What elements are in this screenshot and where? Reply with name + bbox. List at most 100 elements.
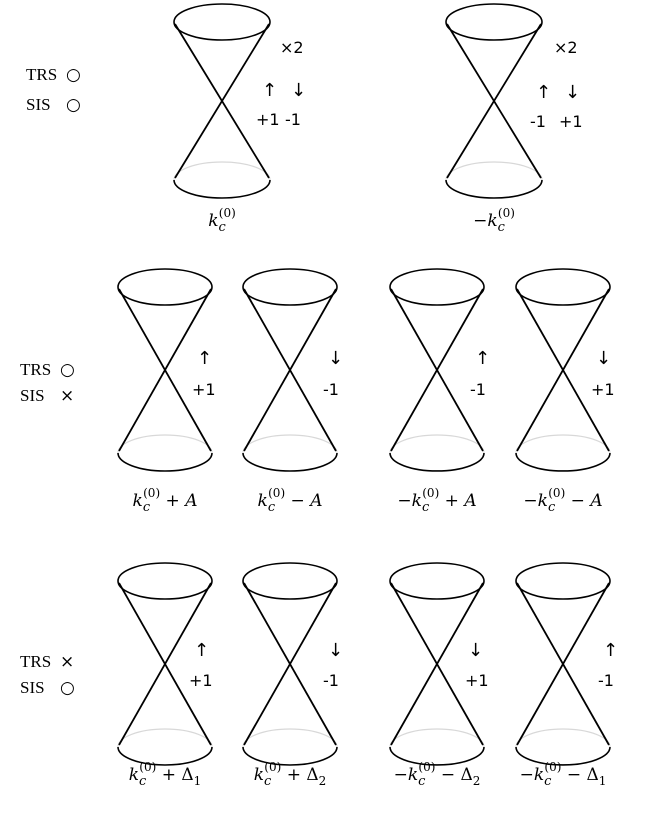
cone-bottom-back-arc (445, 161, 543, 181)
cone-line-right-top (516, 288, 610, 452)
cone-line-right-top (243, 582, 337, 746)
condition-label: SIS (26, 95, 51, 114)
circle-symbol-icon: ○ (66, 95, 81, 115)
momentum-label: kc(0) + A (133, 486, 198, 515)
section-3: TRS × SIS ○ ↑ +1 kc(0) + Δ1 ↓ -1 kc(0) + Δ2 ↓ +1 −kc… (20, 562, 618, 789)
cone-top-ellipse (117, 562, 213, 600)
condition-sis: SIS ○ (20, 678, 75, 698)
spin-up-arrow-icon: ↑ (475, 348, 490, 369)
momentum-label: kc(0) + Δ1 (129, 760, 202, 789)
condition-label: SIS (20, 386, 45, 405)
cone-top-ellipse (242, 268, 338, 306)
spin-up-arrow-icon: ↑ (194, 640, 209, 661)
circle-symbol-icon: ○ (60, 678, 75, 698)
dirac-cone: ↓ -1 kc(0) − A (242, 268, 343, 515)
cone-bottom-front-arc (515, 452, 611, 472)
momentum-label: kc(0) (208, 206, 236, 235)
dirac-cone: ↑ -1 −kc(0) + A (389, 268, 490, 515)
cone-top-ellipse (515, 562, 611, 600)
chirality-label: -1 (323, 380, 339, 399)
spin-up-arrow-icon: ↑ (603, 640, 618, 661)
dirac-cone: ×2 ↑ ↓ -1 +1 −kc(0) (445, 3, 583, 235)
momentum-label: kc(0) + Δ2 (254, 760, 327, 789)
cone-line-right-top (390, 288, 484, 452)
momentum-label: −kc(0) + A (397, 486, 476, 515)
condition-trs: TRS○ (20, 360, 75, 380)
dirac-cone: ↑ -1 −kc(0) − Δ1 (515, 562, 618, 789)
cone-bottom-front-arc (445, 179, 543, 199)
cone-line-right-top (390, 582, 484, 746)
section-1: TRS○SIS○×2↑↓+1-1kc(0)×2↑↓-1+1−kc(0) (26, 3, 583, 235)
momentum-label: −kc(0) (473, 206, 515, 235)
cone-bottom-back-arc (242, 728, 338, 748)
cone-line-right-top (243, 288, 337, 452)
momentum-label: −kc(0) − Δ2 (394, 760, 481, 789)
cone-bottom-front-arc (173, 179, 271, 199)
spin-down-arrow-icon: ↓ (328, 348, 343, 369)
cone-bottom-front-arc (515, 746, 611, 766)
condition-label: TRS (20, 652, 51, 671)
cone-line-right-top (174, 23, 270, 179)
multiplicity-label: ×2 (554, 38, 578, 57)
spin-up-arrow-icon: ↑ (197, 348, 212, 369)
condition-label: SIS (20, 678, 45, 697)
cone-bottom-front-arc (242, 746, 338, 766)
cone-bottom-front-arc (389, 746, 485, 766)
chirality-label: -1 (285, 110, 301, 129)
chirality-label: +1 (189, 671, 213, 690)
condition-sis: SIS ○ (26, 95, 81, 115)
chirality-label: +1 (256, 110, 280, 129)
condition-sis: SIS × (20, 386, 74, 406)
cone-top-ellipse (445, 3, 543, 41)
cone-bottom-back-arc (242, 434, 338, 454)
chirality-label: +1 (559, 112, 583, 131)
cone-bottom-front-arc (117, 452, 213, 472)
cone-bottom-front-arc (389, 452, 485, 472)
cone-bottom-back-arc (515, 434, 611, 454)
cone-top-ellipse (515, 268, 611, 306)
dirac-cone: ↓ -1 kc(0) + Δ2 (242, 562, 343, 789)
chirality-label: -1 (530, 112, 546, 131)
circle-symbol-icon: ○ (66, 65, 81, 85)
chirality-label: -1 (598, 671, 614, 690)
cone-bottom-back-arc (389, 728, 485, 748)
cone-top-ellipse (389, 268, 485, 306)
cone-bottom-front-arc (242, 452, 338, 472)
dirac-cone: ↓ +1 −kc(0) − Δ2 (389, 562, 489, 789)
spin-up-arrow-icon: ↑ (262, 80, 277, 101)
cone-line-right-top (118, 582, 212, 746)
cross-symbol-icon: × (60, 652, 74, 672)
dirac-cone: ↓ +1 −kc(0) − A (515, 268, 615, 515)
condition-trs: TRS ○ (26, 65, 81, 85)
cone-bottom-back-arc (515, 728, 611, 748)
spin-down-arrow-icon: ↓ (565, 82, 580, 103)
cone-bottom-back-arc (173, 161, 271, 181)
spin-down-arrow-icon: ↓ (291, 80, 306, 101)
spin-down-arrow-icon: ↓ (328, 640, 343, 661)
cone-bottom-front-arc (117, 746, 213, 766)
cone-line-right-top (516, 582, 610, 746)
momentum-label: kc(0) − A (258, 486, 323, 515)
dirac-cone: ×2↑↓+1-1kc(0) (173, 3, 306, 235)
cone-bottom-back-arc (389, 434, 485, 454)
momentum-label: −kc(0) − Δ1 (520, 760, 607, 789)
section-2: TRS○ SIS × ↑ +1 kc(0) + A ↓ -1 kc(0) − A ↑ -1 −kc(0… (20, 268, 615, 515)
chirality-label: +1 (465, 671, 489, 690)
chirality-label: -1 (323, 671, 339, 690)
dirac-cone: ↑ +1 kc(0) + Δ1 (117, 562, 213, 789)
chirality-label: -1 (470, 380, 486, 399)
condition-trs: TRS × (20, 652, 74, 672)
cone-top-ellipse (117, 268, 213, 306)
momentum-label: −kc(0) − A (523, 486, 602, 515)
spin-up-arrow-icon: ↑ (536, 82, 551, 103)
condition-label: TRS (26, 65, 57, 84)
cone-line-right-top (118, 288, 212, 452)
spin-down-arrow-icon: ↓ (468, 640, 483, 661)
chirality-label: +1 (591, 380, 615, 399)
cross-symbol-icon: × (60, 386, 74, 406)
cone-bottom-back-arc (117, 434, 213, 454)
spin-down-arrow-icon: ↓ (596, 348, 611, 369)
condition-label: TRS (20, 360, 51, 379)
cone-bottom-back-arc (117, 728, 213, 748)
